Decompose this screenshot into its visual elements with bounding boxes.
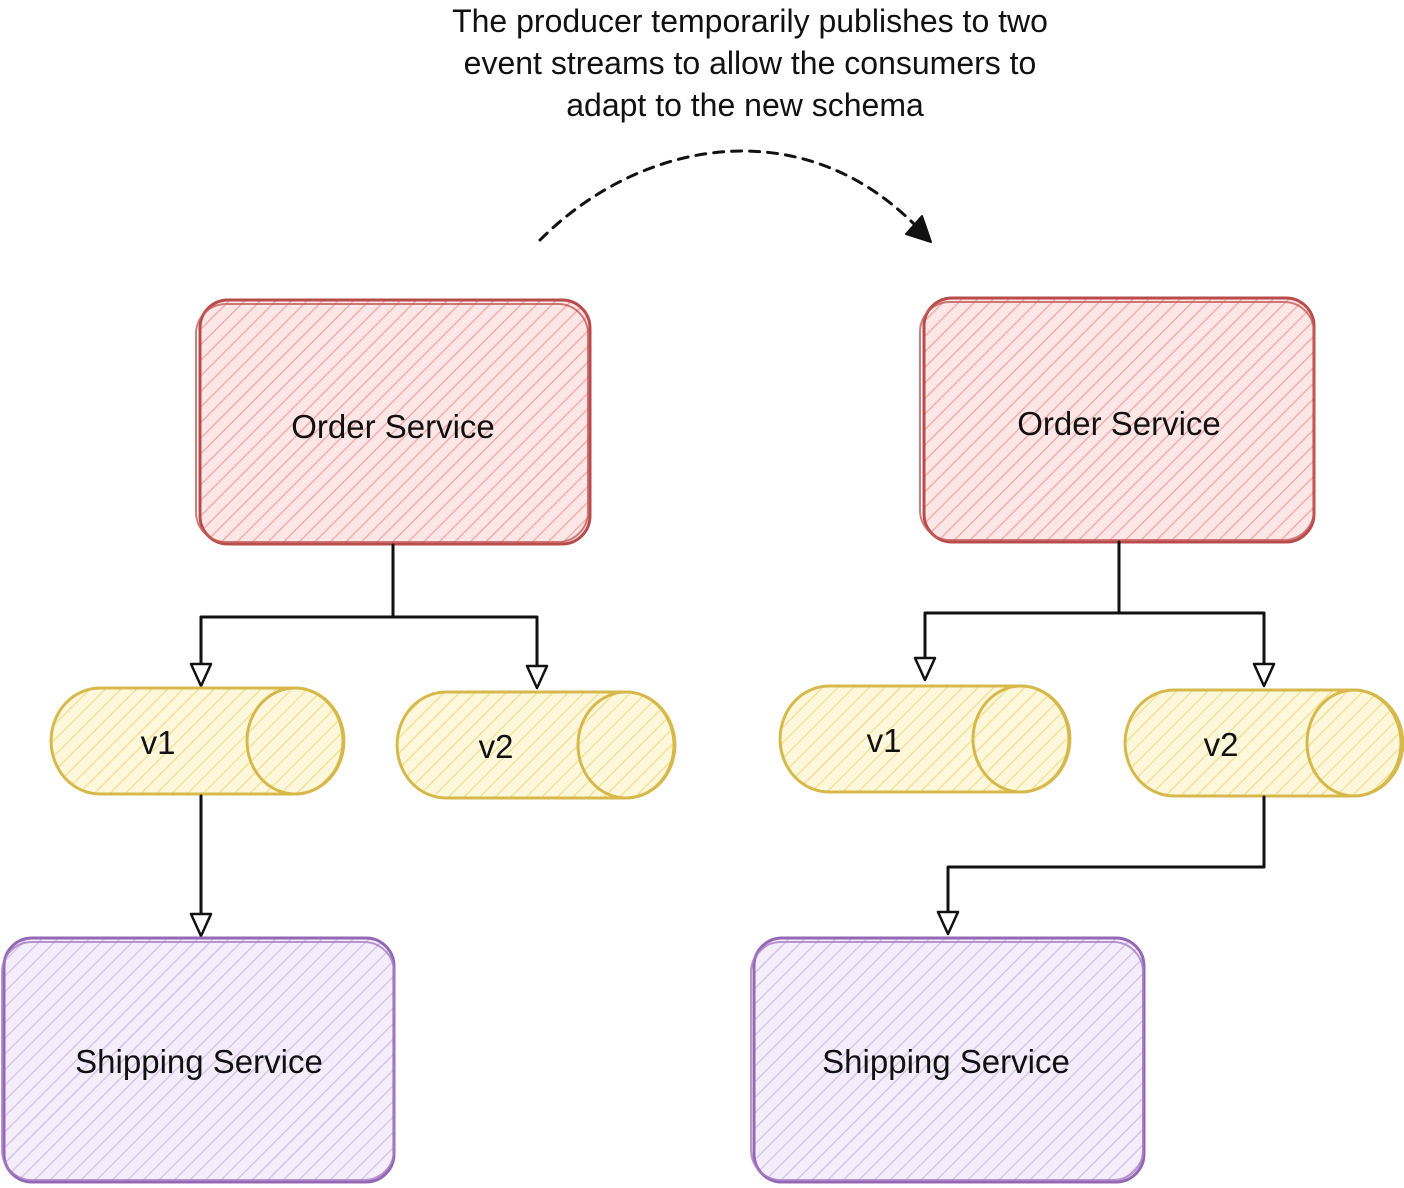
right-stream-v2-label: v2 [1204, 726, 1239, 763]
left-order-service-label: Order Service [291, 408, 495, 445]
left-diagram: Order Service v1 v2 Shipping Service [1, 298, 677, 1184]
left-edge-order-to-v1 [199, 543, 395, 674]
caption-line-3: adapt to the new schema [566, 87, 924, 123]
right-edge-v2-to-shipping [946, 795, 1266, 920]
left-shipping-service-label: Shipping Service [75, 1043, 323, 1080]
right-order-service-box: Order Service [919, 296, 1316, 544]
left-stream-v1: v1 [49, 686, 346, 796]
right-diagram: Order Service v1 v2 Shipping Service [750, 296, 1404, 1184]
caption-line-2: event streams to allow the consumers to [464, 45, 1037, 81]
right-arrowhead-v1 [913, 656, 937, 682]
left-edge-order-to-v2 [391, 615, 539, 676]
left-arrowhead-v2 [525, 664, 549, 690]
left-stream-v1-label: v1 [141, 724, 176, 761]
left-stream-v2-label: v2 [479, 728, 514, 765]
right-arrowhead-v2 [1252, 662, 1276, 688]
right-stream-v1-label: v1 [867, 722, 902, 759]
transition-arrow [538, 149, 932, 243]
left-order-service-box: Order Service [195, 298, 592, 546]
left-arrowhead-v1 [189, 662, 213, 688]
left-shipping-service-box: Shipping Service [1, 936, 396, 1184]
right-shipping-service-box: Shipping Service [750, 936, 1146, 1184]
right-edge-order-to-v2 [1117, 611, 1266, 672]
caption-line-1: The producer temporarily publishes to tw… [452, 3, 1048, 39]
right-stream-v2: v2 [1123, 688, 1404, 798]
right-edge-order-to-v1 [923, 540, 1121, 666]
left-arrowhead-shipping [189, 912, 213, 938]
caption: The producer temporarily publishes to tw… [452, 3, 1048, 123]
left-stream-v2: v2 [395, 690, 677, 800]
right-shipping-service-label: Shipping Service [822, 1043, 1070, 1080]
right-stream-v1: v1 [778, 684, 1072, 794]
right-order-service-label: Order Service [1017, 405, 1221, 442]
right-arrowhead-shipping [936, 910, 960, 936]
